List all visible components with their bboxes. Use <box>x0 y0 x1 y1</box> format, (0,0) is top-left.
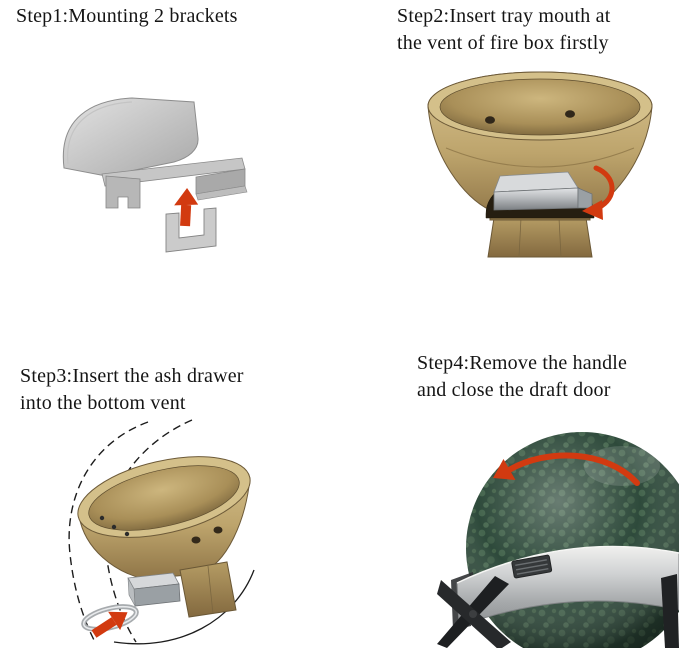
step2-title-line2: the vent of fire box firstly <box>397 32 609 54</box>
wall-hole-2 <box>213 526 223 534</box>
step3-title-line1: Step3:Insert the ash drawer <box>20 365 244 387</box>
step4-illustration <box>437 432 679 648</box>
step4-title-line1: Step4:Remove the handle <box>417 352 628 374</box>
rim-holes <box>99 515 130 537</box>
insert-arrow-icon <box>91 611 128 638</box>
draft-door-grille <box>511 554 553 579</box>
mounting-plate <box>62 97 199 177</box>
vent-hole-left <box>485 116 495 124</box>
up-arrow-icon <box>174 188 199 227</box>
firebox-cavity <box>88 465 240 531</box>
front-seam <box>445 147 635 168</box>
step1-title-line1: Step1:Mounting 2 brackets <box>16 5 238 27</box>
insert-arrow-icon <box>582 165 615 220</box>
wall-hole-1 <box>191 536 201 544</box>
step1-title: Step1:Mounting 2 brackets <box>16 3 238 30</box>
firebox-base <box>487 217 593 258</box>
step2-title: Step2:Insert tray mouth at the vent of f… <box>397 3 611 57</box>
grill-dome <box>466 432 679 648</box>
close-arrow-icon <box>493 452 640 486</box>
vent-hole-right <box>565 110 575 118</box>
bottom-vent-base <box>179 561 237 618</box>
step2-title-line1: Step2:Insert tray mouth at <box>397 5 611 27</box>
firebox-cavity <box>439 78 641 136</box>
stand-legs <box>437 574 679 648</box>
foot-bracket <box>105 175 141 209</box>
drawer-handle <box>81 604 139 632</box>
step1-illustration <box>62 97 248 253</box>
u-channel-bracket <box>165 207 217 253</box>
step4-title: Step4:Remove the handle and close the dr… <box>417 350 627 404</box>
ash-drawer <box>127 572 181 607</box>
ash-tray <box>493 171 593 211</box>
step3-title: Step3:Insert the ash drawer into the bot… <box>20 363 244 417</box>
step3-title-line2: into the bottom vent <box>20 392 186 414</box>
step3-illustration <box>68 419 255 645</box>
step2-illustration <box>427 71 653 258</box>
shell-curve <box>113 569 255 645</box>
step4-title-line2: and close the draft door <box>417 379 611 401</box>
